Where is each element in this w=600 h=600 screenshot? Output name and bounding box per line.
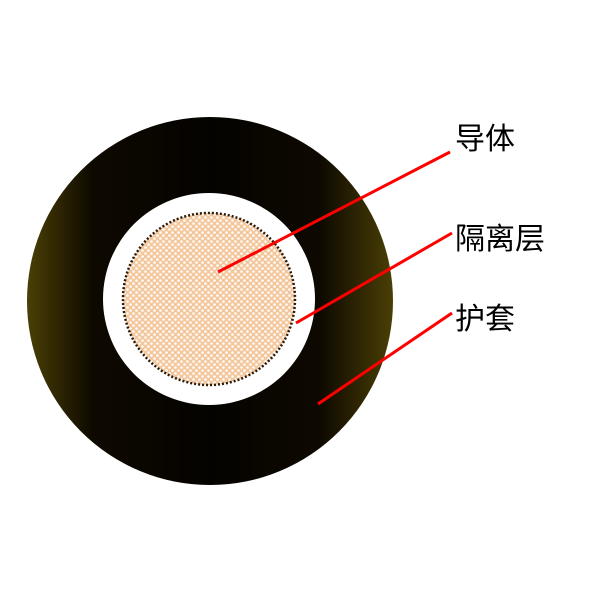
insulation-leader-line [295,231,453,325]
conductor-leader-line [217,150,451,274]
conductor-label: 导体 [455,122,515,157]
sheath-label: 护套 [455,302,515,337]
conductor-core [121,211,297,387]
insulation-label: 隔离层 [455,222,545,257]
sheath-leader-line [317,311,453,406]
